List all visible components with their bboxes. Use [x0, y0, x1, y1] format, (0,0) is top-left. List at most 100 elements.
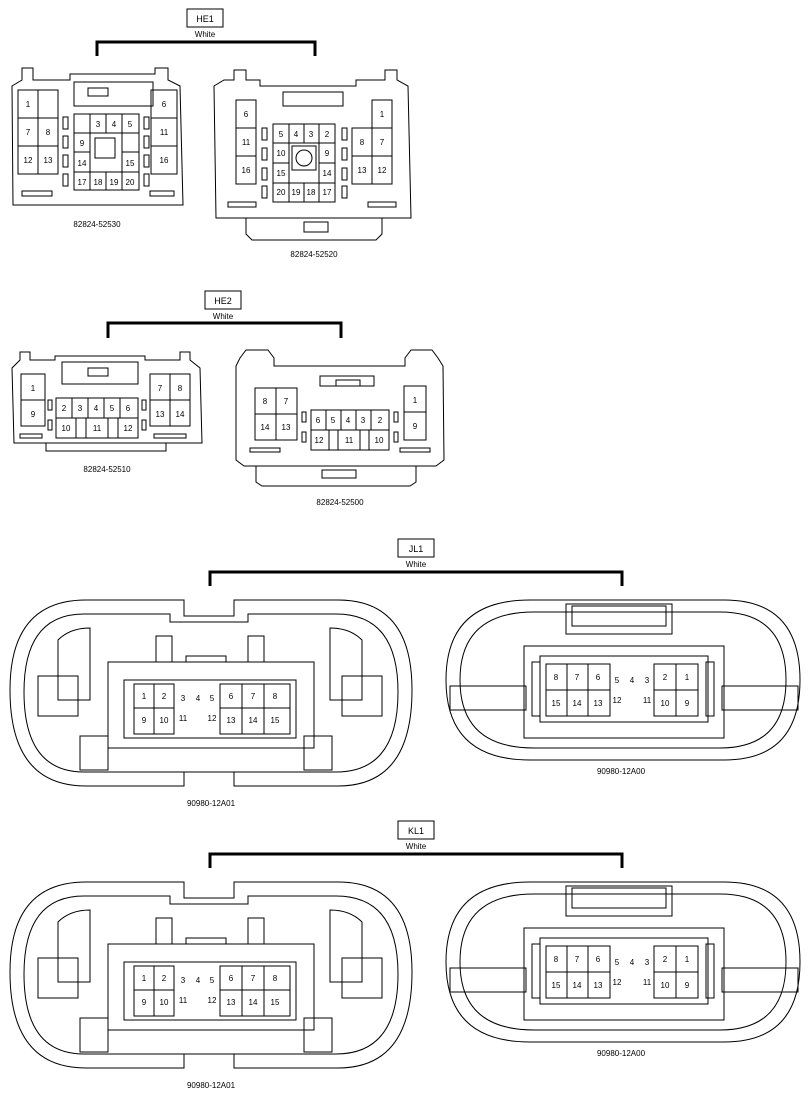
pin-label: 11: [160, 128, 169, 137]
part-number: 90980-12A01: [187, 799, 236, 808]
pin-label: 4: [346, 416, 351, 425]
pin-label: 4: [630, 958, 635, 967]
pin-label: 9: [325, 149, 330, 158]
lock-latch: [319, 375, 375, 387]
pin-label: 10: [160, 998, 169, 1007]
pin-label: 15: [552, 981, 561, 990]
connector-face: [523, 645, 725, 739]
pin-label: 15: [126, 159, 135, 168]
pin-label: 7: [251, 974, 256, 983]
connector-housing: [213, 69, 412, 219]
pin-label: 1: [142, 692, 147, 701]
part-number: 90980-12A01: [187, 1081, 236, 1090]
pin-label: 4: [94, 404, 99, 413]
pin-label: 3: [361, 416, 366, 425]
pin-label: 6: [229, 692, 234, 701]
connector-housing: [235, 349, 445, 467]
pin-label: 6: [316, 416, 321, 425]
pin-label: 5: [615, 958, 620, 967]
lock-latch: [73, 81, 154, 107]
pin-label: 14: [78, 159, 87, 168]
connector-face: [107, 943, 315, 1031]
part-number: 82824-52520: [290, 250, 338, 259]
latch-detail: [87, 87, 109, 97]
pin-label: 9: [80, 139, 85, 148]
pin-label: 8: [263, 397, 268, 406]
pin-block-right: [219, 965, 291, 1017]
pin-label: 1: [142, 974, 147, 983]
pin-label: 1: [685, 955, 690, 964]
pin-label: 5: [210, 694, 215, 703]
pin-label: 12: [613, 696, 622, 705]
pin-block-right: [150, 89, 178, 175]
pin-label: 5: [110, 404, 115, 413]
group-color: White: [406, 560, 427, 569]
pin-label: 10: [661, 699, 670, 708]
pin-label: 2: [325, 130, 330, 139]
connector-housing: [445, 881, 801, 1043]
pin-label: 7: [380, 138, 385, 147]
pin-label: 7: [158, 384, 163, 393]
pin-label: 6: [162, 100, 167, 109]
lock-latch: [565, 603, 673, 635]
pin-label: 8: [360, 138, 365, 147]
pairing-bracket: [208, 852, 624, 868]
pin-label: 13: [156, 410, 165, 419]
connector-housing: [11, 67, 184, 206]
group-color: White: [213, 312, 234, 321]
connector-housing: [11, 351, 203, 444]
group-tag-box: [186, 8, 224, 28]
pin-label: 6: [126, 404, 131, 413]
pin-label: 3: [309, 130, 314, 139]
pin-label: 4: [294, 130, 299, 139]
group-tag-box: [204, 290, 242, 310]
group-tag: HE1: [196, 14, 214, 24]
connector-base: [245, 218, 383, 241]
connector-housing: [445, 599, 801, 761]
pin-label: 10: [661, 981, 670, 990]
connector-82824-52510: 1 9 2 3 4 5 6 10 11 12 7 8 13 14 82824-5…: [11, 351, 203, 474]
pairing-bracket: [95, 40, 317, 56]
pin-label: 13: [227, 998, 236, 1007]
pairing-bracket: [106, 321, 343, 338]
pin-label: 5: [128, 120, 133, 129]
pin-label: 2: [663, 673, 668, 682]
connector-82824-52500: 8 7 14 13 6 5 4 3 2 12 11 10 1 9 82824-5…: [235, 349, 445, 507]
part-number: 82824-52530: [73, 220, 121, 229]
pin-label: 6: [244, 110, 249, 119]
pin-label: 19: [110, 178, 119, 187]
pin-label: 11: [179, 714, 188, 723]
pin-label: 11: [345, 436, 354, 445]
pin-label: 3: [645, 676, 650, 685]
pin-label: 5: [210, 976, 215, 985]
pin-label: 11: [643, 978, 652, 987]
group-tag-box: [397, 820, 435, 840]
housing-inner: [23, 895, 399, 1055]
pin-label: 3: [181, 976, 186, 985]
group-color: White: [195, 30, 216, 39]
pin-label: 10: [62, 424, 71, 433]
pin-label: 4: [196, 976, 201, 985]
pin-label: 17: [78, 178, 87, 187]
pin-block-key: [291, 145, 317, 171]
pin-label: 9: [31, 410, 36, 419]
pin-label: 3: [181, 694, 186, 703]
group-tag-box: [397, 538, 435, 558]
part-number: 90980-12A00: [597, 1049, 646, 1058]
pin-label: 11: [179, 996, 188, 1005]
pin-label: 16: [242, 166, 251, 175]
pin-label: 20: [126, 178, 135, 187]
pin-label: 8: [554, 673, 559, 682]
pin-label: 15: [552, 699, 561, 708]
pin-label: 1: [26, 100, 31, 109]
pin-label: 13: [594, 981, 603, 990]
connector-90980-12A00: 8 7 6 5 4 3 2 1 15 14 13 12 11 10 9 9098…: [445, 599, 801, 776]
pin-label: 8: [273, 974, 278, 983]
pin-label: 6: [596, 673, 601, 682]
pin-label: 1: [685, 673, 690, 682]
pin-label: 2: [663, 955, 668, 964]
part-number: 90980-12A00: [597, 767, 646, 776]
housing-inner: [23, 613, 399, 773]
housing-inner: [459, 893, 787, 1031]
